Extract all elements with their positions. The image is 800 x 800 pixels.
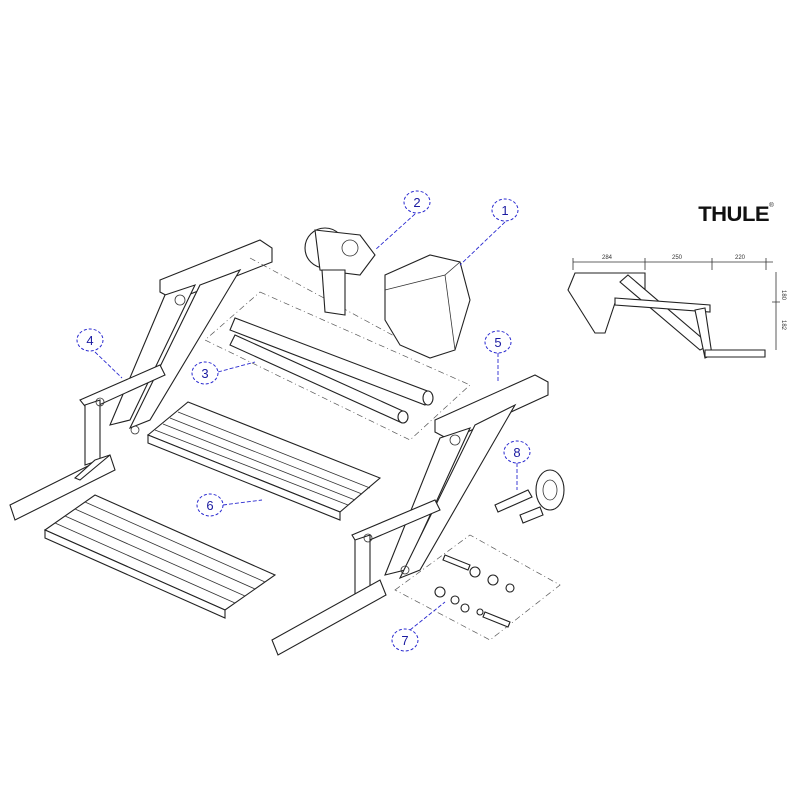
dim-width-2: 250 xyxy=(672,255,683,261)
hardware-kit xyxy=(394,534,561,641)
callout-number: 7 xyxy=(401,633,408,648)
logo-text: THULE xyxy=(698,203,770,226)
callout-number: 8 xyxy=(513,445,520,460)
callout-2: 2 xyxy=(374,190,431,251)
callout-8: 8 xyxy=(503,440,531,490)
callout-number: 1 xyxy=(501,203,508,218)
callout-number: 4 xyxy=(86,333,93,348)
callout-3: 3 xyxy=(191,361,256,385)
motor-cover xyxy=(384,254,471,359)
callout-number: 3 xyxy=(201,366,208,381)
callout-6: 6 xyxy=(196,493,263,517)
callout-4: 4 xyxy=(76,328,123,379)
step-plates xyxy=(43,401,382,619)
right-step-arm xyxy=(271,374,549,656)
dim-width-1: 284 xyxy=(602,255,613,261)
left-step-arm xyxy=(9,239,421,521)
dim-height-2: 182 xyxy=(780,320,786,331)
dim-width-3: 220 xyxy=(735,255,746,261)
tube-assembly xyxy=(204,291,471,441)
motor-unit xyxy=(304,227,376,316)
gear-and-pin xyxy=(494,469,565,524)
side-view-drawing: 284 250 220 180 182 xyxy=(567,255,786,359)
callout-1: 1 xyxy=(459,198,519,266)
callout-7: 7 xyxy=(391,601,446,652)
thule-logo: THULE® xyxy=(698,203,774,227)
logo-mark: ® xyxy=(769,203,774,209)
callout-number: 5 xyxy=(494,335,501,350)
callout-number: 2 xyxy=(413,195,420,210)
dim-height-1: 180 xyxy=(780,290,786,301)
callout-number: 6 xyxy=(206,498,213,513)
callout-5: 5 xyxy=(484,330,512,382)
